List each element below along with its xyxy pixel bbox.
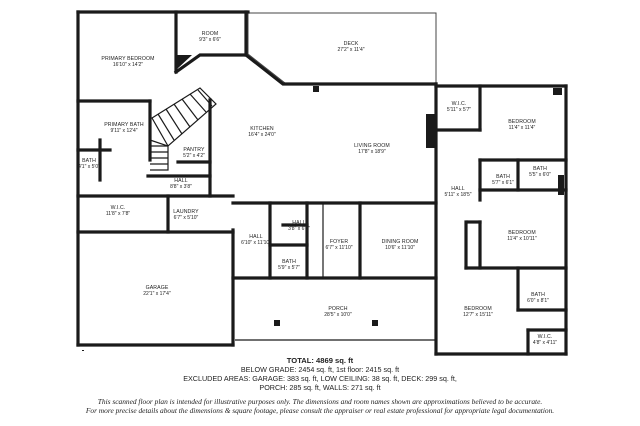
room-name: BATH [82,158,96,164]
room-name: HALL [174,178,187,184]
room-dimensions: 6'7" x 11'10" [325,245,352,251]
room-dimensions: 10'6" x 11'10" [385,245,415,251]
room-name: FOYER [330,239,349,245]
room-dimensions: 11'8" x 7'8" [106,211,130,217]
room-dimensions: 5'9" x 5'7" [278,265,300,271]
room-name: BATH [531,292,545,298]
room-dimensions: 6'10" x 11'10" [241,240,271,246]
room-name: ROOM [202,31,219,37]
room-dimensions: 5'7" x 6'1" [492,180,514,186]
room-dimensions: 11'4" x 10'11" [507,236,537,242]
room-dimensions: 5'11" x 5'7" [447,107,471,113]
room-name: BEDROOM [508,230,536,236]
room-name: PRIMARY BATH [104,122,144,128]
room-dimensions: 5'5" x 6'0" [529,172,551,178]
area-line-1: BELOW GRADE: 2454 sq. ft, 1st floor: 241… [240,365,400,374]
room-name: LIVING ROOM [354,143,390,149]
room-name: W.I.C. [452,101,467,107]
room-name: W.I.C. [538,334,553,340]
room-name: BATH [496,174,510,180]
room-name: DINING ROOM [382,239,419,245]
room-dimensions: 9'11" x 12'4" [110,128,137,134]
area-line-2: EXCLUDED AREAS: GARAGE: 383 sq. ft, LOW … [183,374,457,383]
room-dimensions: 22'1" x 17'4" [143,291,171,297]
room-dimensions: 28'5" x 10'0" [324,312,352,318]
room-name: PANTRY [183,147,205,153]
room-name: DECK [344,41,359,47]
room-dimensions: 27'2" x 11'4" [337,47,364,53]
room-dimensions: 17'8" x 18'9" [358,149,386,155]
room-dimensions: 8'8" x 3'8" [170,184,192,190]
room-name: BATH [533,166,547,172]
area-summary: TOTAL: 4869 sq. ft BELOW GRADE: 2454 sq.… [0,356,640,392]
room-dimensions: 5'11" x 18'5" [444,192,471,198]
room-name: HALL [249,234,262,240]
room-name: PRIMARY BEDROOM [101,56,154,62]
room-name: HALL [292,220,305,226]
room-name: LAUNDRY [173,209,199,215]
room-name: W.I.C. [111,205,126,211]
staircase [149,87,217,171]
room-dimensions: 6'0" x 8'1" [527,298,549,304]
room-dimensions: 5'2" x 4'2" [183,153,205,159]
total-area: TOTAL: 4869 sq. ft [286,356,354,365]
room-name: PORCH [328,306,347,312]
walls [76,10,568,356]
room-dimensions: 3'8" x 6'3" [288,226,310,232]
room-dimensions: 4'8" x 4'11" [533,340,557,346]
room-dimensions: 4'1" x 5'0" [78,164,100,170]
fixtures [82,55,564,351]
room-label-wic-bottom-right: W.I.C.4'8" x 4'11" [533,334,557,346]
room-dimensions: 6'7" x 5'10" [174,215,199,221]
room-name: HALL [451,186,464,192]
room-label-wic-upper-right: W.I.C.5'11" x 5'7" [447,101,471,113]
room-dimensions: 12'7" x 15'11" [463,312,493,318]
room-label-wic-primary: W.I.C.11'8" x 7'8" [106,205,130,217]
room-dimensions: 9'3" x 6'6" [199,37,221,43]
room-name: BEDROOM [464,306,492,312]
room-name: BEDROOM [508,119,536,125]
area-line-3: PORCH: 285 sq. ft, WALLS: 271 sq. ft [259,383,381,392]
room-dimensions: 16'10" x 14'2" [113,62,143,68]
disclaimer-line-1: This scanned floor plan is intended for … [97,397,543,406]
room-name: BATH [282,259,296,265]
room-name: KITCHEN [250,126,274,132]
room-dimensions: 11'4" x 11'4" [509,125,536,131]
disclaimer: This scanned floor plan is intended for … [0,397,640,415]
room-dimensions: 16'4" x 24'0" [248,132,276,138]
disclaimer-line-2: For more precise details about the dimen… [85,406,555,415]
room-name: GARAGE [146,285,169,291]
